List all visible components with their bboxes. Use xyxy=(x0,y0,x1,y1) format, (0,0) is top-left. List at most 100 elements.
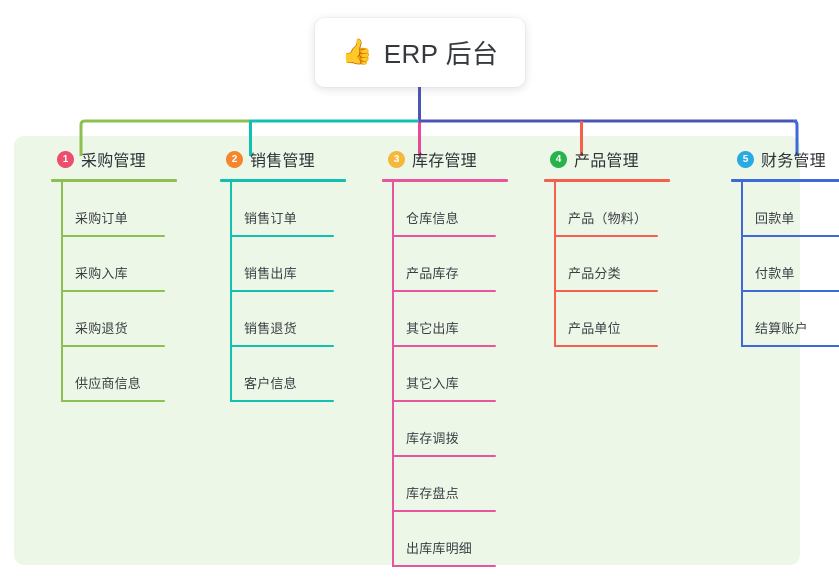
branch-item-rule xyxy=(392,345,496,347)
branch-item[interactable]: 采购退货 xyxy=(31,292,191,347)
branch-item-rule xyxy=(741,345,839,347)
branch-item-rule xyxy=(230,290,334,292)
branch-spine xyxy=(392,182,394,567)
branch-item-label: 结算账户 xyxy=(755,321,808,336)
branch-item[interactable]: 客户信息 xyxy=(200,347,360,402)
branch-spine xyxy=(554,182,556,347)
thumbs-up-icon: 👍 xyxy=(341,38,373,66)
branch-item[interactable]: 其它出库 xyxy=(362,292,522,347)
branch-item-label: 付款单 xyxy=(755,266,795,281)
branch-number-badge: 1 xyxy=(57,150,74,168)
branch-item[interactable]: 销售出库 xyxy=(200,237,360,292)
branch-item[interactable]: 付款单 xyxy=(711,237,839,292)
branch-item[interactable]: 回款单 xyxy=(711,182,839,237)
branch-item-label: 采购退货 xyxy=(75,321,128,336)
root-node-label: ERP 后台 xyxy=(383,39,499,69)
branch-item-list: 销售订单销售出库销售退货客户信息 xyxy=(200,182,360,402)
branch-item-list: 产品（物料） 产品分类产品单位 xyxy=(524,182,684,347)
branch-item[interactable]: 产品分类 xyxy=(524,237,684,292)
branch-item-label: 仓库信息 xyxy=(406,211,459,226)
branch-spine xyxy=(741,182,743,347)
branch-item[interactable]: 供应商信息 xyxy=(31,347,191,402)
branch-item-rule xyxy=(392,235,496,237)
branch-number-badge: 5 xyxy=(737,150,754,168)
branch-item-rule xyxy=(554,345,658,347)
branch-item-list: 仓库信息产品库存其它出库其它入库库存调拨库存盘点出库库明细 xyxy=(362,182,522,567)
branch-title: 产品管理 xyxy=(574,153,639,170)
branch-column-3: 3 库存管理仓库信息产品库存其它出库其它入库库存调拨库存盘点出库库明细 xyxy=(362,146,522,567)
branch-item-label: 销售出库 xyxy=(244,266,297,281)
branch-item[interactable]: 库存盘点 xyxy=(362,457,522,512)
branch-item-rule xyxy=(230,345,334,347)
branch-item-rule xyxy=(392,400,496,402)
branch-header-4[interactable]: 4 产品管理 xyxy=(524,146,684,172)
branch-item-label: 采购入库 xyxy=(75,266,128,281)
root-node[interactable]: 👍 ERP 后台 xyxy=(315,18,525,87)
branch-item[interactable]: 库存调拨 xyxy=(362,402,522,457)
branch-spine xyxy=(61,182,63,402)
branch-item[interactable]: 销售退货 xyxy=(200,292,360,347)
branch-item-rule xyxy=(61,345,165,347)
branch-item[interactable]: 采购订单 xyxy=(31,182,191,237)
branch-title: 采购管理 xyxy=(81,153,146,170)
branch-item-list: 采购订单采购入库采购退货供应商信息 xyxy=(31,182,191,402)
branch-column-5: 5 财务管理回款单付款单结算账户 xyxy=(711,146,839,347)
branch-header-rule xyxy=(731,179,839,182)
branch-item-rule xyxy=(230,235,334,237)
branch-item-rule xyxy=(392,455,496,457)
branch-item-rule xyxy=(741,235,839,237)
branch-item-label: 库存盘点 xyxy=(406,486,459,501)
branch-item-rule xyxy=(61,235,165,237)
branch-item-label: 客户信息 xyxy=(244,376,297,391)
branch-title: 库存管理 xyxy=(412,153,477,170)
branch-item-rule xyxy=(392,290,496,292)
branch-item-rule xyxy=(392,565,496,567)
branch-item-label: 回款单 xyxy=(755,211,795,226)
branch-item[interactable]: 其它入库 xyxy=(362,347,522,402)
branch-item-rule xyxy=(741,290,839,292)
branch-title: 财务管理 xyxy=(761,153,826,170)
branch-item[interactable]: 销售订单 xyxy=(200,182,360,237)
branch-spine xyxy=(230,182,232,402)
branch-item[interactable]: 产品单位 xyxy=(524,292,684,347)
branch-header-1[interactable]: 1 采购管理 xyxy=(31,146,191,172)
branch-item-label: 销售订单 xyxy=(244,211,297,226)
root-node-content: 👍 ERP 后台 xyxy=(342,34,499,71)
branch-title: 销售管理 xyxy=(250,153,315,170)
branch-header-5[interactable]: 5 财务管理 xyxy=(711,146,839,172)
branch-header-rule xyxy=(382,179,508,182)
branch-item[interactable]: 采购入库 xyxy=(31,237,191,292)
branch-item-label: 产品库存 xyxy=(406,266,459,281)
branch-item[interactable]: 结算账户 xyxy=(711,292,839,347)
branch-item-label: 供应商信息 xyxy=(75,376,142,391)
branch-header-rule xyxy=(51,179,177,182)
branch-item-rule xyxy=(554,290,658,292)
branch-item-label: 库存调拨 xyxy=(406,431,459,446)
branch-item-label: 产品分类 xyxy=(568,266,621,281)
branch-item-list: 回款单付款单结算账户 xyxy=(711,182,839,347)
branch-item[interactable]: 出库库明细 xyxy=(362,512,522,567)
branch-header-rule xyxy=(544,179,670,182)
branch-item-rule xyxy=(61,400,165,402)
branch-column-2: 2 销售管理销售订单销售出库销售退货客户信息 xyxy=(200,146,360,402)
branch-number-badge: 4 xyxy=(550,150,567,168)
branch-item-label: 产品（物料） xyxy=(568,211,648,226)
branch-item-label: 出库库明细 xyxy=(406,541,473,556)
branch-header-3[interactable]: 3 库存管理 xyxy=(362,146,522,172)
branch-item-rule xyxy=(61,290,165,292)
branch-item[interactable]: 仓库信息 xyxy=(362,182,522,237)
branch-header-2[interactable]: 2 销售管理 xyxy=(200,146,360,172)
branch-column-1: 1 采购管理采购订单采购入库采购退货供应商信息 xyxy=(31,146,191,402)
branch-item-rule xyxy=(392,510,496,512)
branch-number-badge: 3 xyxy=(388,150,405,168)
branch-column-4: 4 产品管理产品（物料） 产品分类产品单位 xyxy=(524,146,684,347)
branch-item-label: 其它出库 xyxy=(406,321,459,336)
branch-item-rule xyxy=(554,235,658,237)
branch-item-label: 销售退货 xyxy=(244,321,297,336)
branch-item[interactable]: 产品库存 xyxy=(362,237,522,292)
branch-item-rule xyxy=(230,400,334,402)
branch-item[interactable]: 产品（物料） xyxy=(524,182,684,237)
branch-number-badge: 2 xyxy=(226,150,243,168)
